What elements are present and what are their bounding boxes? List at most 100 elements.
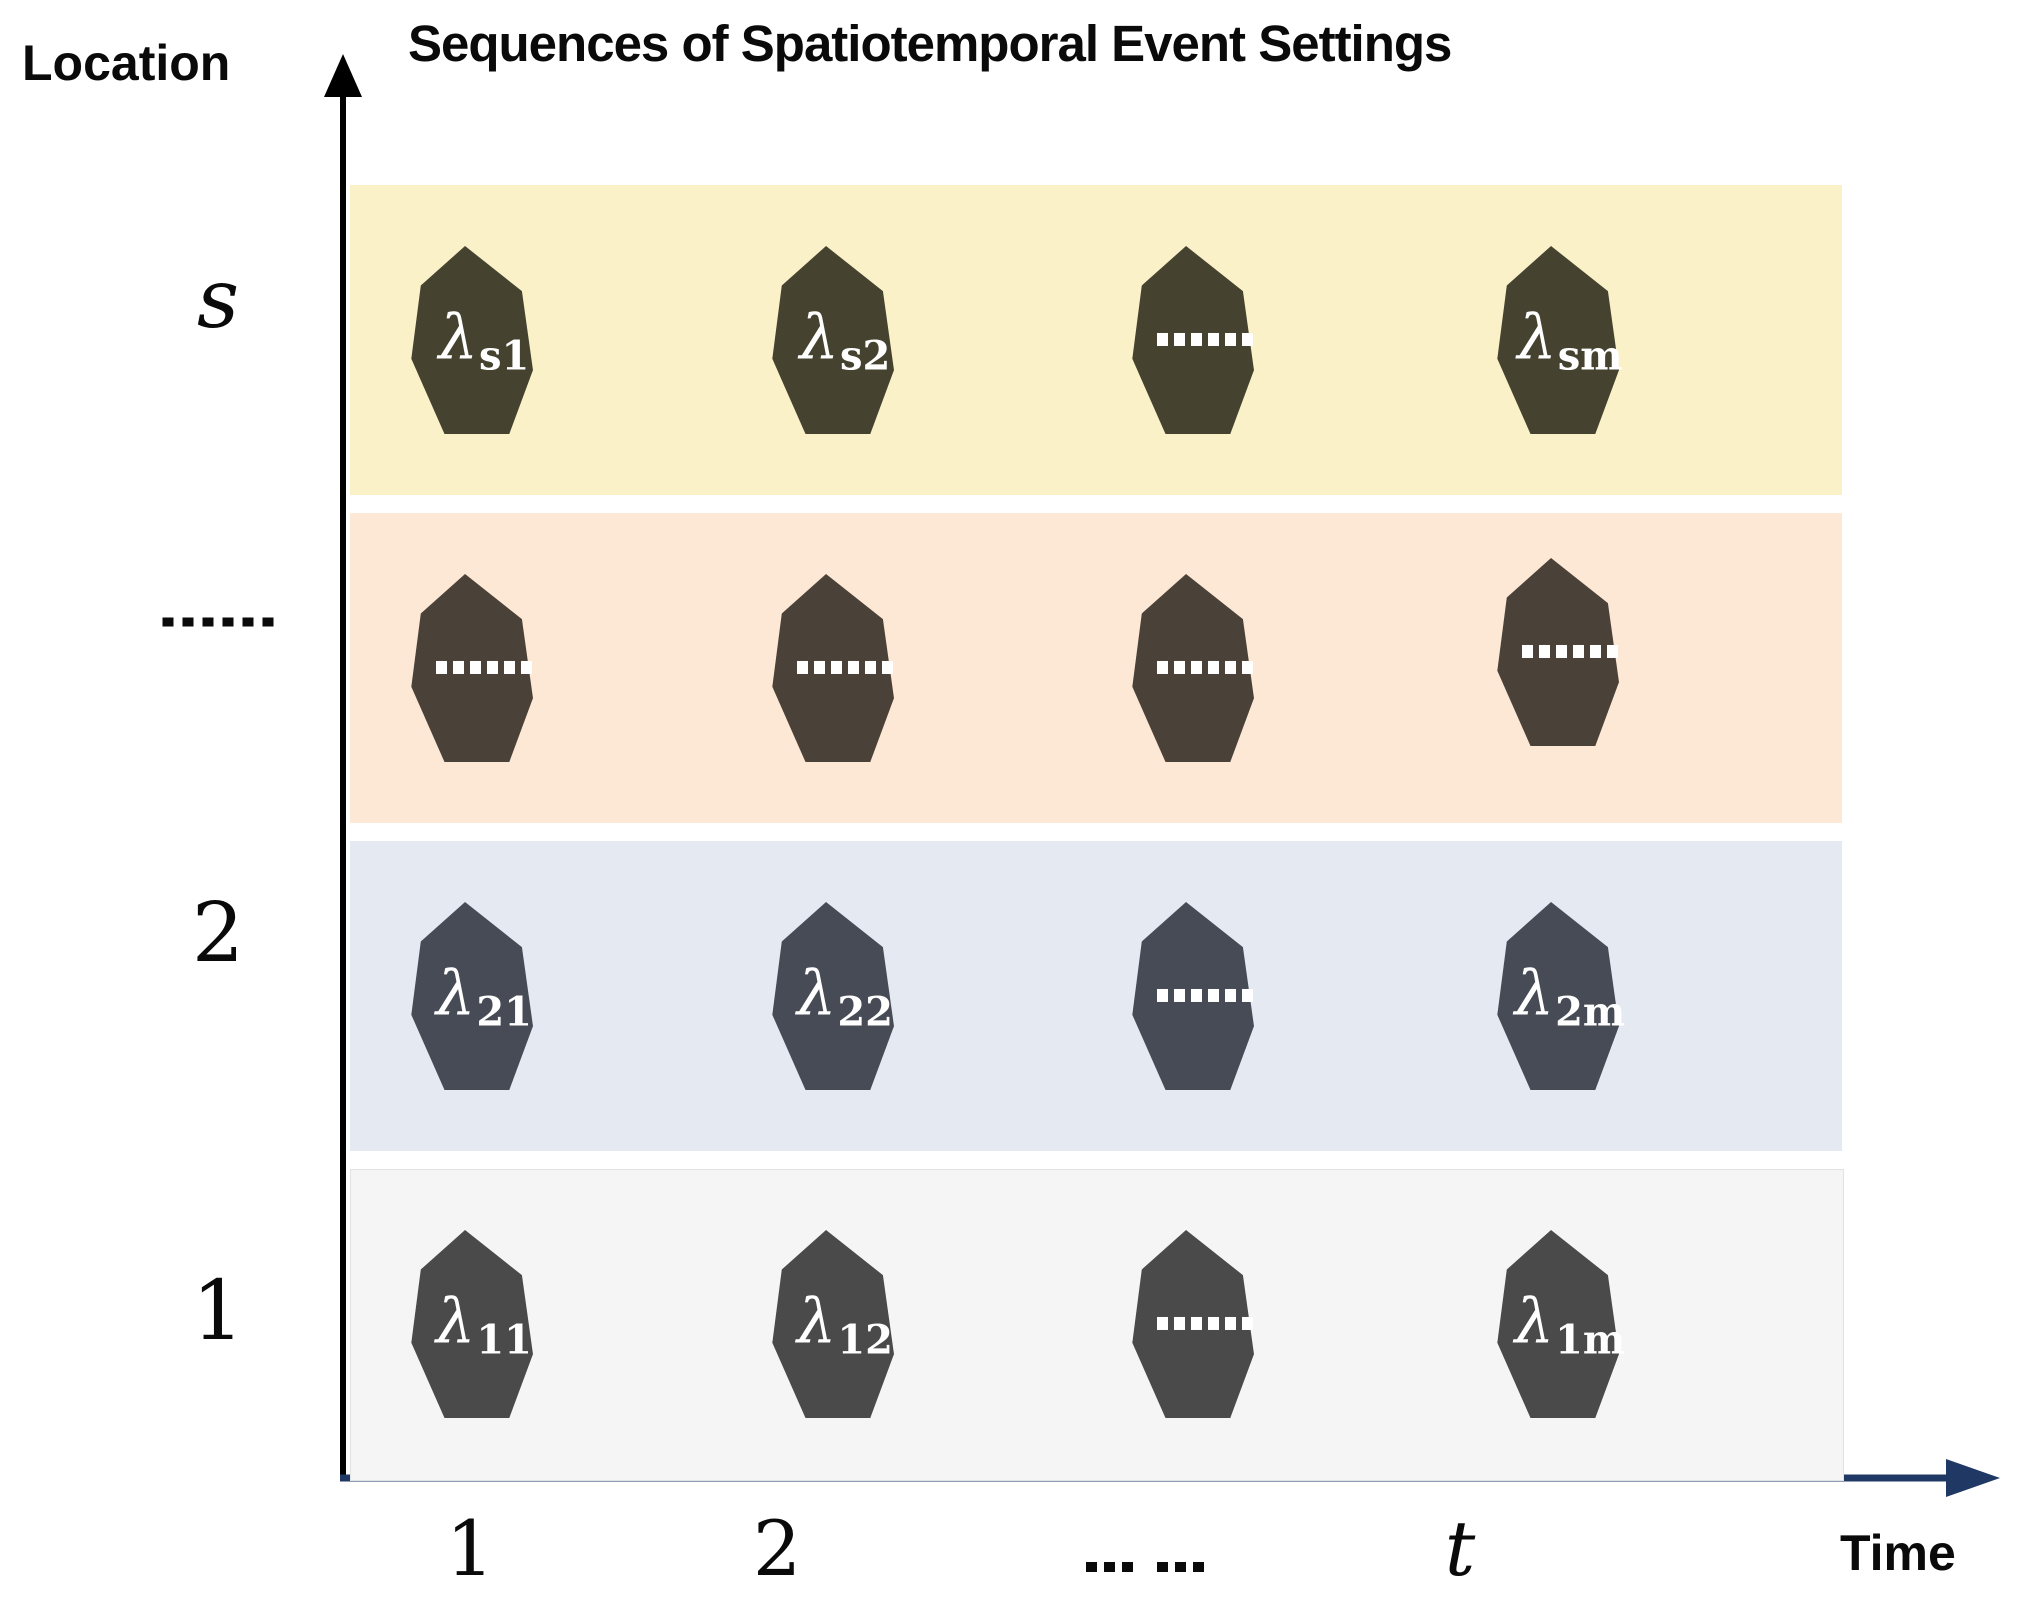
- y-tick-s: s: [196, 252, 240, 347]
- dot: [1191, 660, 1202, 674]
- dot: [1225, 660, 1236, 674]
- dot: [882, 660, 893, 674]
- lambda-subscript: s2: [839, 332, 891, 380]
- lambda-subscript: sm: [1557, 332, 1623, 380]
- figure-title: Sequences of Spatiotemporal Event Settin…: [408, 15, 1452, 72]
- dots-ellipsis: [162, 617, 274, 627]
- dot: [1157, 1316, 1168, 1330]
- ellipsis-label: [1126, 988, 1284, 1002]
- heptagon-shape-icon: [1497, 902, 1619, 1090]
- heptagon-shape-icon: [411, 1230, 533, 1418]
- dot: [1225, 1316, 1236, 1330]
- dot: [1157, 1562, 1168, 1572]
- lambda-symbol: λ: [438, 300, 478, 374]
- event-intensity-blob-r3c3: [1126, 902, 1284, 1090]
- dot: [1225, 988, 1236, 1002]
- ellipsis-label: [405, 660, 563, 674]
- dot: [1157, 988, 1168, 1002]
- dot: [1208, 1316, 1219, 1330]
- dot: [504, 660, 515, 674]
- heptagon-shape-icon: [1497, 1230, 1619, 1418]
- dot: [1242, 332, 1253, 346]
- heptagon-shape-icon: [411, 246, 533, 434]
- dot: [1175, 1562, 1186, 1572]
- dot: [242, 617, 254, 627]
- heptagon-shape-icon: [411, 902, 533, 1090]
- x-tick-ellipsis: [1086, 1562, 1204, 1572]
- event-intensity-blob-r2c1: [405, 574, 563, 762]
- lambda-subscript: 22: [837, 988, 893, 1036]
- y-tick-ellipsis: [162, 617, 274, 627]
- dot: [1174, 332, 1185, 346]
- dot: [262, 617, 274, 627]
- dots-ellipsis: [1157, 1316, 1253, 1330]
- dot: [1208, 988, 1219, 1002]
- ellipsis-label: [1491, 644, 1649, 658]
- dot: [865, 660, 876, 674]
- lambda-subscript: 1m: [1555, 1316, 1626, 1364]
- ellipsis-label: [766, 660, 924, 674]
- dot: [1193, 1562, 1204, 1572]
- ellipsis-label: [1126, 1316, 1284, 1330]
- dot: [814, 660, 825, 674]
- dot: [1174, 660, 1185, 674]
- dot: [1556, 644, 1567, 658]
- lambda-symbol: λ: [436, 956, 476, 1030]
- lambda-subscript: 2m: [1555, 988, 1626, 1036]
- dot: [521, 660, 532, 674]
- event-intensity-blob-r2c2: [766, 574, 924, 762]
- lambda-symbol: λ: [797, 956, 837, 1030]
- heptagon-shape-icon: [772, 246, 894, 434]
- lambda-symbol: λ: [1517, 300, 1557, 374]
- dots-ellipsis: [436, 660, 532, 674]
- dot: [1242, 660, 1253, 674]
- dot: [453, 660, 464, 674]
- dot: [1522, 644, 1533, 658]
- dots-ellipsis: [1157, 660, 1253, 674]
- dot: [831, 660, 842, 674]
- dots-ellipsis: [1157, 988, 1253, 1002]
- dot: [1191, 332, 1202, 346]
- heptagon-shape-icon: [772, 1230, 894, 1418]
- x-axis-title: Time: [1840, 1525, 1956, 1581]
- x-axis-arrowhead-icon: [1946, 1459, 2000, 1497]
- dots-ellipsis: [797, 660, 893, 674]
- dot: [1157, 660, 1168, 674]
- dot: [1539, 644, 1550, 658]
- dot: [1573, 644, 1584, 658]
- dot: [1590, 644, 1601, 658]
- dot: [1174, 988, 1185, 1002]
- dot: [1191, 1316, 1202, 1330]
- dot: [1086, 1562, 1097, 1572]
- dot: [1607, 644, 1618, 658]
- dot: [848, 660, 859, 674]
- event-intensity-blob-r2c4: [1491, 558, 1649, 746]
- y-axis-arrowhead-icon: [324, 54, 362, 97]
- lambda-subscript: 12: [837, 1316, 893, 1364]
- dot: [487, 660, 498, 674]
- dot: [470, 660, 481, 674]
- dots-ellipsis: [1086, 1562, 1204, 1572]
- dot: [1191, 988, 1202, 1002]
- dot: [1208, 660, 1219, 674]
- lambda-subscript: 21: [476, 988, 532, 1036]
- lambda-symbol: λ: [1514, 956, 1555, 1030]
- dot: [182, 617, 194, 627]
- dot: [1157, 332, 1168, 346]
- event-intensity-blob-r4c3: [1126, 1230, 1284, 1418]
- event-intensity-blob-r1c3: [1126, 246, 1284, 434]
- y-tick-1: 1: [191, 1264, 245, 1359]
- dot: [1242, 988, 1253, 1002]
